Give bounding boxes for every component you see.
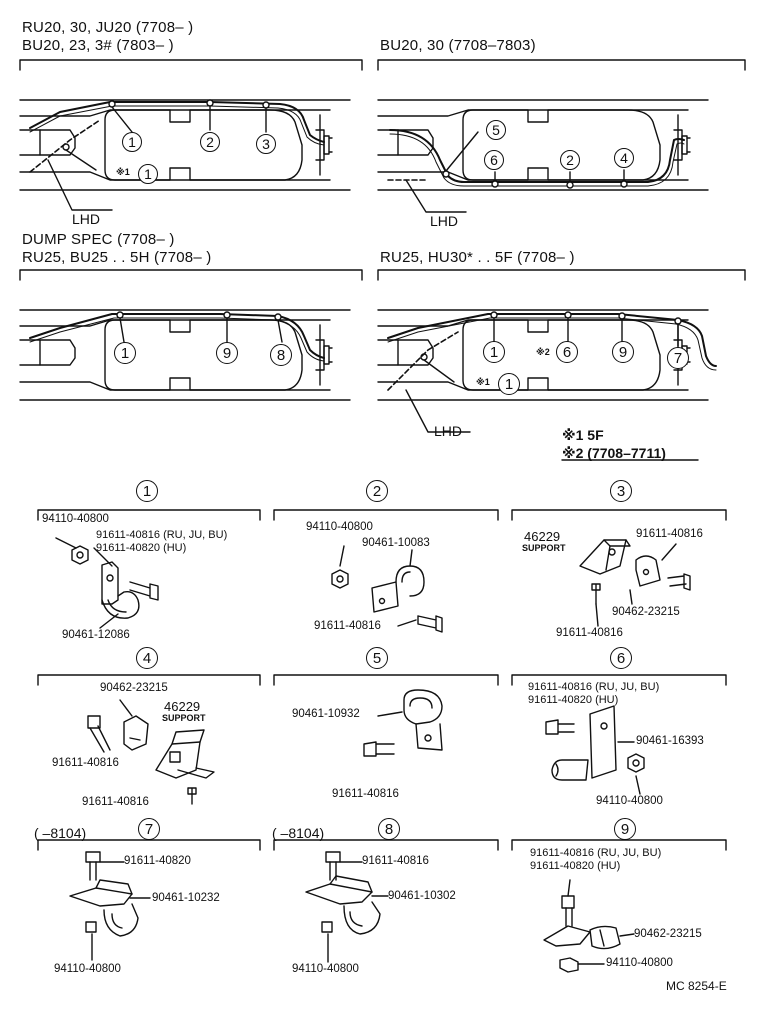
callout-9: 9 [612,341,634,363]
g8-art [305,851,389,963]
callout-1: 1 [498,373,520,395]
g9-bolt-label-a: 91611-40816 (RU, JU, BU) [530,847,662,859]
g9-nut-label: 94110-40800 [606,957,673,969]
g8-nut-label: 94110-40800 [292,963,359,975]
lhd-label: LHD [72,211,101,227]
g7-art [69,851,151,961]
header-panel1-line2: BU20, 23, 3# (7803– ) [22,37,174,54]
g8-clamp-label: 90461-10302 [388,890,456,902]
group7-range: ( –8104) [34,825,87,841]
g3-art [579,539,691,627]
group-title-7: 7 [138,818,160,840]
g6-art [545,705,645,795]
group-title-4: 4 [136,647,158,669]
callout-6: 6 [484,150,504,170]
header-panel3-line1: DUMP SPEC (7708– ) [22,231,175,248]
header-panel1-line1: RU20, 30, JU20 (7708– ) [22,19,194,36]
diagram-code: MC 8254-E [666,979,727,993]
g7-nut-label: 94110-40800 [54,963,121,975]
group-title-9: 9 [614,818,636,840]
g7-clamp-label: 90461-10232 [152,892,220,904]
callout-3: 3 [256,134,276,154]
g7-bolt-label: 91611-40820 [124,855,191,867]
callout-8: 8 [270,344,292,366]
g5-art [363,689,443,757]
note-star1: ※1 5F [562,427,604,443]
g2-bolt-label: 91611-40816 [314,620,381,632]
header-panel2: BU20, 30 (7708–7803) [380,37,536,54]
g3-support-no: 46229 [524,529,561,544]
callout-4: 4 [614,148,634,168]
callout-9: 9 [216,342,238,364]
g8-bolt-label: 91611-40816 [362,855,429,867]
g6-bolt-label-a: 91611-40816 (RU, JU, BU) [528,681,660,693]
star1-mark: ※1 [476,377,490,387]
g9-bolt-label-b: 91611-40820 (HU) [530,860,621,872]
group8-range: ( –8104) [272,825,325,841]
g6-nut-label: 94110-40800 [596,795,663,807]
g2-art [331,545,443,633]
callout-7: 7 [667,347,689,369]
g4-clamp-label: 90462-23215 [100,682,168,694]
callout-1: 1 [483,341,505,363]
g2-clamp-label: 90461-10083 [362,537,430,549]
g9-clamp-label: 90462-23215 [634,928,702,940]
g6-bolt-label-b: 91611-40820 (HU) [528,694,619,706]
lhd-label: LHD [430,213,459,229]
g5-clamp-label: 90461-10932 [292,708,360,720]
note-star2: ※2 (7708–7711) [562,445,666,461]
g1-art [55,537,159,629]
callout-1: 1 [122,132,142,152]
callout-5: 5 [486,120,506,140]
g3-support-label: SUPPORT [522,543,566,553]
star1-mark: ※1 [116,167,130,177]
g9-art [543,879,635,973]
group-title-8: 8 [378,818,400,840]
g1-clamp-label: 90461-12086 [62,629,130,641]
g1-bolt-label-a: 91611-40816 (RU, JU, BU) [96,529,228,541]
group-title-1: 1 [136,480,158,502]
callout-2: 2 [200,132,220,152]
header-panel3-line2: RU25, BU25 . . 5H (7708– ) [22,249,212,266]
header-panel4: RU25, HU30* . . 5F (7708– ) [380,249,575,266]
g1-nut-label: 94110-40800 [42,513,109,525]
g3-bolt-top-label: 91611-40816 [636,528,703,540]
group-title-3: 3 [610,480,632,502]
g4-art [87,699,215,805]
callout-1: 1 [138,164,158,184]
g3-clamp-label: 90462-23215 [612,606,680,618]
callout-1: 1 [114,342,136,364]
g1-bolt-label-b: 91611-40820 (HU) [96,542,187,554]
g4-bolt-bottom-label: 91611-40816 [82,796,149,808]
group-title-6: 6 [610,647,632,669]
group-title-2: 2 [366,480,388,502]
g6-clamp-label: 90461-16393 [636,735,704,747]
g4-support-no: 46229 [164,699,201,714]
g2-nut-label: 94110-40800 [306,521,373,533]
g4-support-label: SUPPORT [162,713,206,723]
lhd-label: LHD [434,423,463,439]
callout-6: 6 [556,341,578,363]
g3-bolt-bottom-label: 91611-40816 [556,627,623,639]
group-title-5: 5 [366,647,388,669]
g4-bolt-left-label: 91611-40816 [52,757,119,769]
star2-mark: ※2 [536,347,550,357]
g5-bolt-label: 91611-40816 [332,788,399,800]
callout-2: 2 [560,150,580,170]
